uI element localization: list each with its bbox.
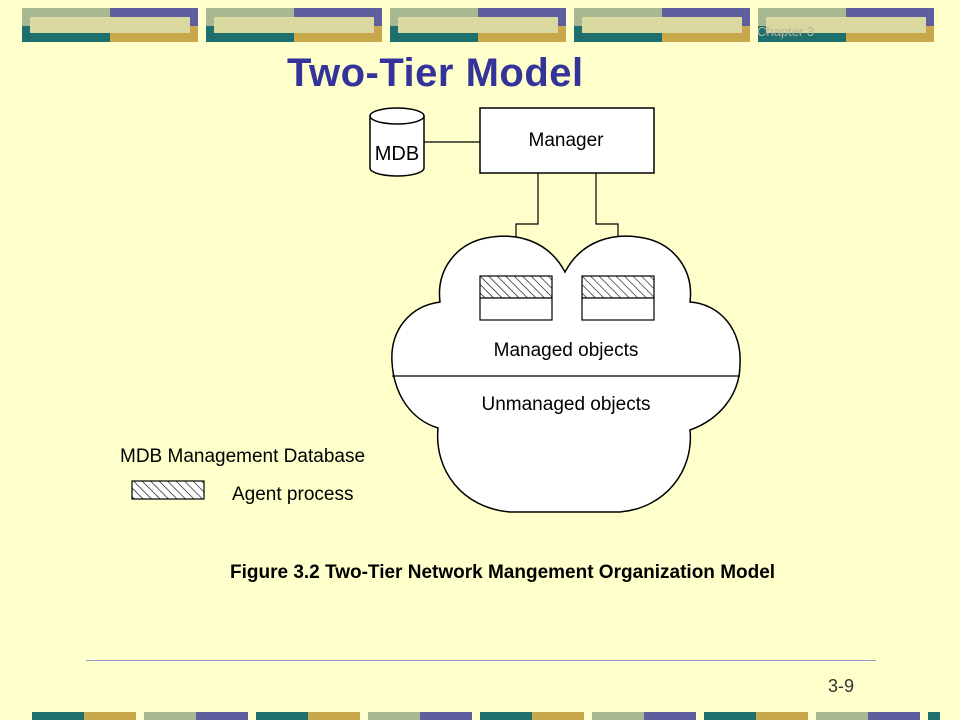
bottom-band-tile [144,712,196,720]
top-band-tile [214,17,374,33]
unmanaged-objects-label: Unmanaged objects [482,394,651,415]
manager-label: Manager [529,130,605,151]
managed-objects-label: Managed objects [494,340,639,361]
database-cylinder [369,107,425,177]
bottom-band-tile [32,712,84,720]
bottom-band-tile [704,712,756,720]
legend-mdb-entry: MDB Management Database [120,446,365,467]
manager-box [479,107,655,174]
top-band-tile [398,17,558,33]
bottom-band-tile [756,712,808,720]
figure-caption: Figure 3.2 Two-Tier Network Mangement Or… [230,562,775,583]
top-band-tile [582,17,742,33]
footer-rule [86,660,876,661]
bottom-band-tile [868,712,920,720]
bottom-band-tile [928,712,940,720]
bottom-decorative-band [0,710,960,720]
bottom-band-tile [84,712,136,720]
bottom-band-tile [816,712,868,720]
bottom-band-tile [196,712,248,720]
bottom-band-tile [368,712,420,720]
slide-number: 3-9 [828,676,855,696]
network-cloud [391,235,741,513]
top-decorative-band [0,0,960,44]
top-band-tile [30,17,190,33]
legend-agent-entry: Agent process [232,484,353,505]
bottom-band-tile [644,712,696,720]
bottom-band-tile [480,712,532,720]
database-label: MDB [375,143,419,165]
slide-title: Two-Tier Model [287,51,584,95]
top-band-tile [766,17,926,33]
bottom-band-tile [592,712,644,720]
bottom-band-tile [308,712,360,720]
bottom-band-tile [256,712,308,720]
chapter-label: Chapter 3 [757,24,815,39]
agent-box-left [479,275,553,321]
legend-agent-swatch [131,480,205,500]
bottom-band-tile [420,712,472,720]
agent-box-right [581,275,655,321]
bottom-band-tile [532,712,584,720]
